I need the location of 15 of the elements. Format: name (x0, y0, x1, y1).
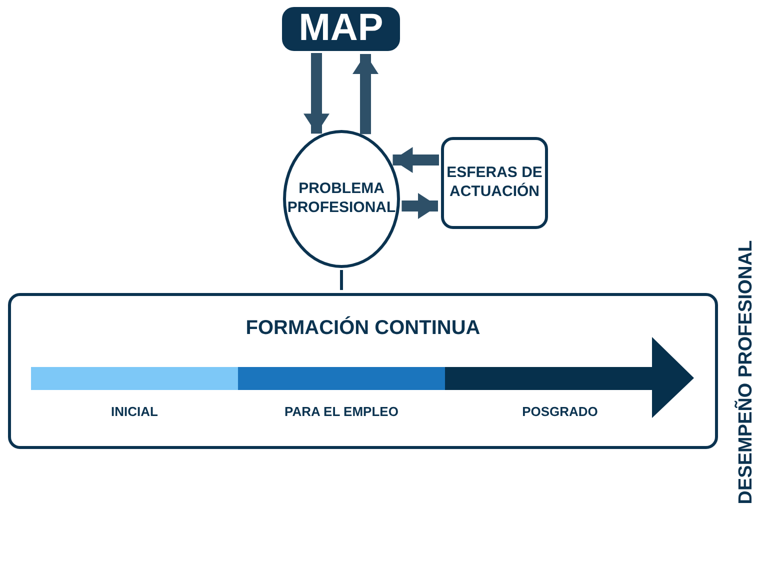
title-box (282, 7, 400, 51)
vertical-label: DESEMPEÑO PROFESIONAL (734, 240, 758, 504)
node-label: MAP (298, 6, 384, 52)
block-arrow (402, 193, 438, 219)
node-label: FORMACIÓN CONTINUA (246, 316, 480, 341)
stage-label: PARA EL EMPLEO (284, 403, 400, 421)
block-arrow (352, 54, 378, 134)
stage-label: POSGRADO (521, 403, 599, 421)
connector-line (340, 270, 343, 290)
stage-label: INICIAL (110, 403, 159, 421)
block-arrow (392, 147, 439, 173)
node-label: PROBLEMA PROFESIONAL (286, 180, 397, 218)
process-box (441, 137, 548, 229)
block-arrow (304, 53, 330, 134)
node-label: ESFERAS DE ACTUACIÓN (446, 164, 544, 202)
